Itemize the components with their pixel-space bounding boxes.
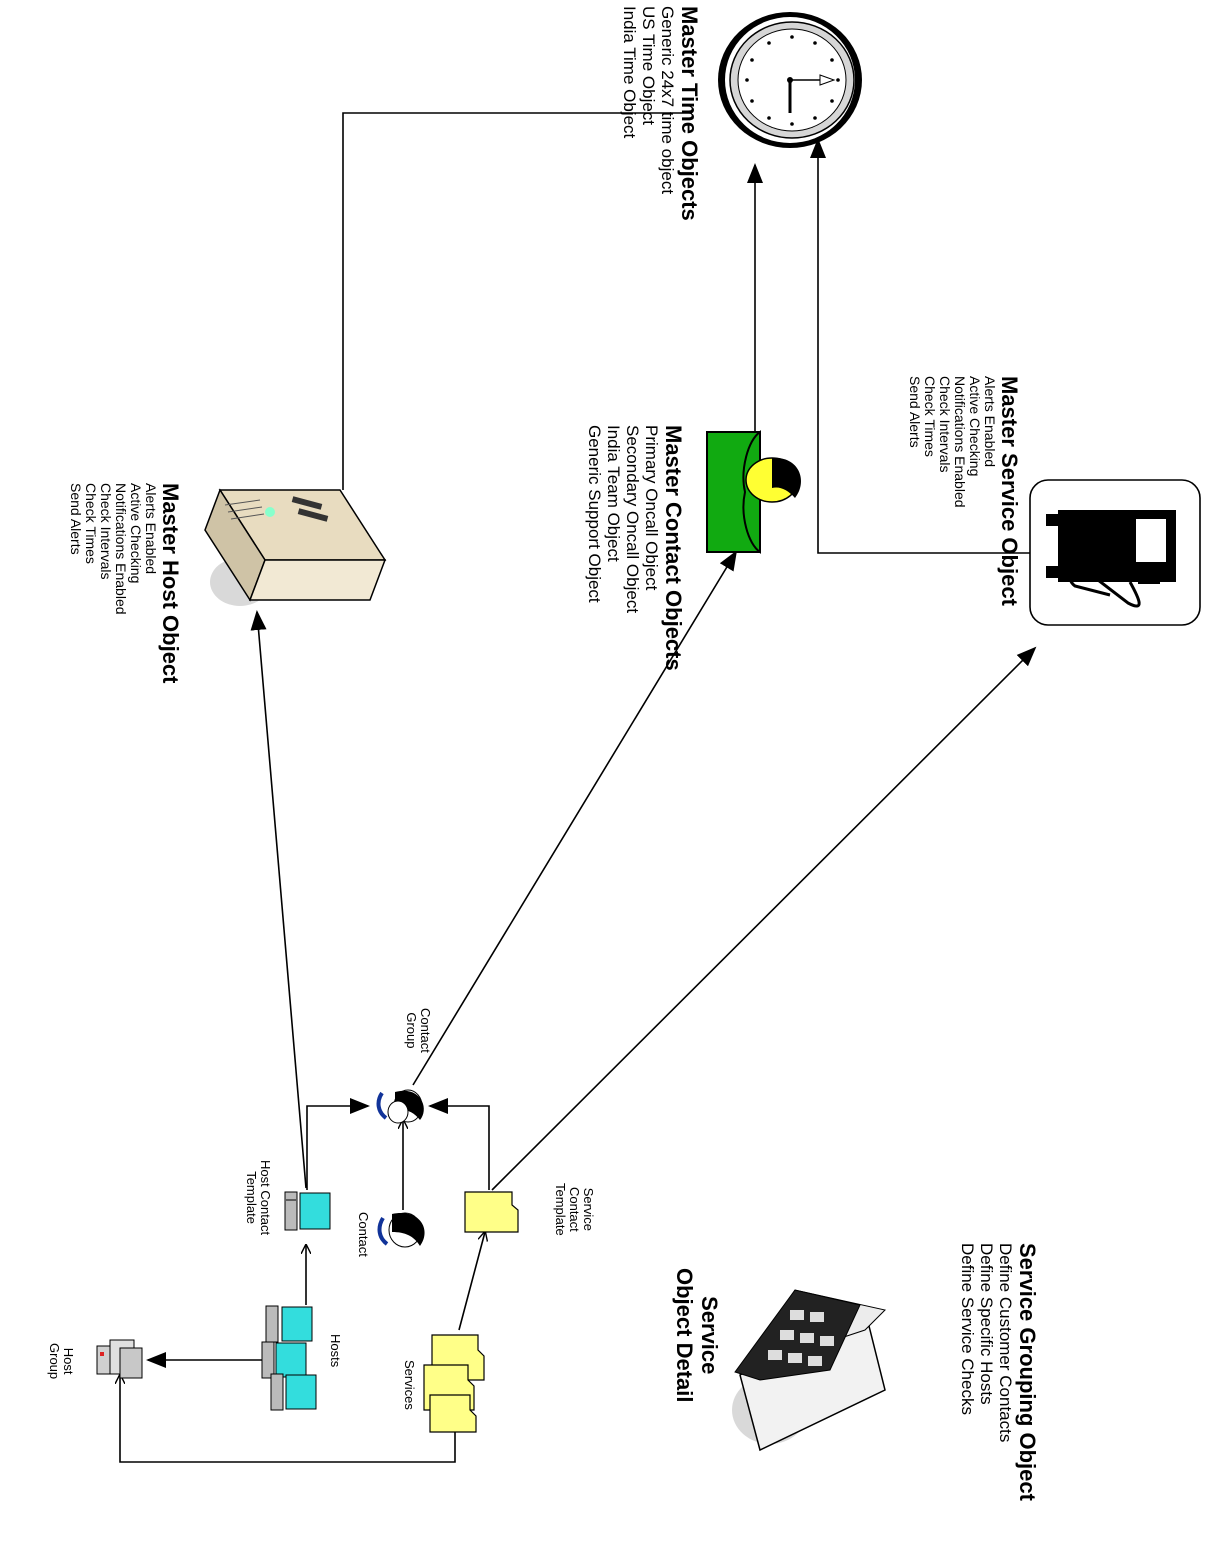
connector-hct-to-group: [307, 1106, 368, 1190]
service-grouping-object-block: Service Grouping Object Define Customer …: [958, 1243, 1040, 1501]
host-item-6: Send Alerts: [68, 483, 83, 684]
service-item-4: Check Intervals: [937, 376, 952, 606]
label-host-group: Host Group: [47, 1343, 75, 1379]
contact-item-2: Secondary Oncall Object: [623, 425, 642, 671]
label-hosts: Hosts: [328, 1334, 342, 1367]
connector-hct-to-host: [257, 612, 306, 1188]
master-service-object-block: Master Service Object Alerts Enabled Act…: [907, 376, 1022, 606]
host-item-5: Check Times: [83, 483, 98, 684]
master-contact-objects-block: Master Contact Objects Primary Oncall Ob…: [585, 425, 686, 671]
time-item-1: Generic 24x7 time object: [658, 6, 677, 221]
folder-template-icon: [465, 1192, 518, 1232]
connector-sct-to-group: [430, 1106, 489, 1190]
contact-group-icon: [379, 1090, 424, 1123]
label-contact: Contact: [356, 1212, 370, 1257]
hosts-computers-icon: [262, 1306, 316, 1410]
label-host-group-line-2: Group: [47, 1343, 61, 1379]
contact-item-4: Generic Support Object: [585, 425, 604, 671]
service-item-3: Notifications Enabled: [952, 376, 967, 606]
label-sct-line-3: Template: [553, 1183, 567, 1236]
connector-sct-to-service: [492, 648, 1035, 1190]
connector-services-to-sct: [459, 1232, 485, 1330]
detail-title-line-1: Service: [697, 1268, 722, 1402]
master-service-title: Master Service Object: [997, 376, 1022, 606]
host-item-4: Check Intervals: [98, 483, 113, 684]
service-grouping-title: Service Grouping Object: [1015, 1243, 1040, 1501]
detail-title-line-2: Object Detail: [672, 1268, 697, 1402]
label-hosts-line-1: Hosts: [328, 1334, 342, 1367]
label-sct-line-1: Service: [581, 1183, 595, 1236]
label-host-contact-template: Host Contact Template: [244, 1160, 272, 1235]
master-host-title: Master Host Object: [158, 483, 183, 684]
clock-icon: [718, 12, 862, 148]
grouping-item-1: Define Customer Contacts: [996, 1243, 1015, 1501]
server-tower-icon: [205, 490, 385, 606]
master-time-title: Master Time Objects: [677, 6, 702, 221]
contact-person-icon: [707, 432, 801, 552]
service-item-5: Check Times: [922, 376, 937, 606]
service-item-1: Alerts Enabled: [982, 376, 997, 606]
label-services-line-1: Services: [402, 1360, 416, 1410]
time-item-3: India Time Object: [620, 6, 639, 221]
workstation-template-icon: [285, 1192, 330, 1230]
contact-icon: [380, 1213, 425, 1247]
label-contact-group-line-2: Group: [404, 1008, 418, 1053]
grouping-item-3: Define Service Checks: [958, 1243, 977, 1501]
host-item-3: Notifications Enabled: [113, 483, 128, 684]
service-object-detail-block: Service Object Detail: [672, 1268, 722, 1402]
label-hct-line-2: Template: [244, 1160, 258, 1235]
label-sct-line-2: Contact: [567, 1183, 581, 1236]
master-time-objects-block: Master Time Objects Generic 24x7 time ob…: [620, 6, 702, 221]
connector-group-to-contact: [413, 552, 736, 1085]
label-service-contact-template: Service Contact Template: [553, 1183, 595, 1236]
grouping-item-2: Define Specific Hosts: [977, 1243, 996, 1501]
label-contact-group: Contact Group: [404, 1008, 432, 1053]
building-icon: [732, 1290, 885, 1450]
host-item-2: Active Checking: [128, 483, 143, 684]
master-contact-title: Master Contact Objects: [661, 425, 686, 671]
host-item-1: Alerts Enabled: [143, 483, 158, 684]
label-contact-group-line-1: Contact: [418, 1008, 432, 1053]
label-services: Services: [402, 1360, 416, 1410]
contact-item-1: Primary Oncall Object: [642, 425, 661, 671]
connector-lines: [120, 113, 1035, 1462]
label-hct-line-1: Host Contact: [258, 1160, 272, 1235]
time-item-2: US Time Object: [639, 6, 658, 221]
master-host-object-block: Master Host Object Alerts Enabled Active…: [68, 483, 183, 684]
gas-pump-icon: [1030, 480, 1200, 625]
service-item-6: Send Alerts: [907, 376, 922, 606]
service-item-2: Active Checking: [967, 376, 982, 606]
label-host-group-line-1: Host: [61, 1343, 75, 1379]
label-contact-line-1: Contact: [356, 1212, 370, 1257]
host-group-servers-icon: [97, 1340, 142, 1378]
services-folders-icon: [424, 1335, 484, 1432]
contact-item-3: India Team Object: [604, 425, 623, 671]
